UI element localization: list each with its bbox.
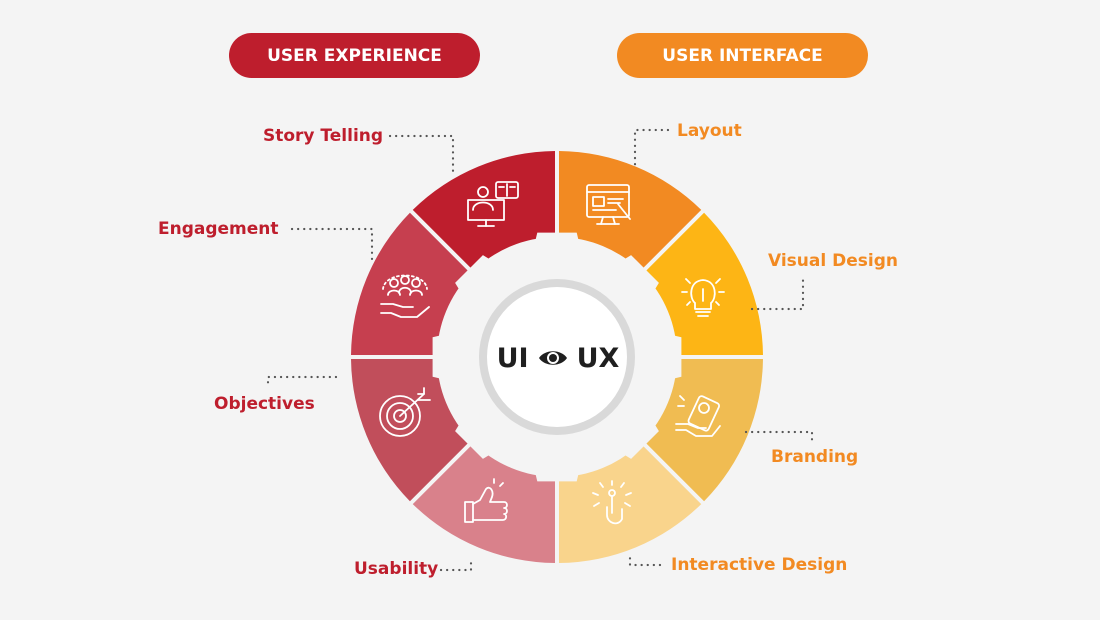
- lightbulb-icon: [681, 278, 725, 317]
- segment-interactive-design: [558, 443, 702, 563]
- thumbs-up-icon: [464, 478, 508, 523]
- connector-visual-design: [750, 276, 805, 311]
- label-story-telling: Story Telling: [263, 126, 384, 146]
- center-logo: UI UX: [496, 336, 620, 380]
- segment-visual-design: [643, 212, 763, 356]
- interaction-icon: [592, 480, 632, 525]
- connector-lines: [266, 128, 814, 572]
- segment-layout: [558, 151, 702, 271]
- center-ux-text: UX: [576, 342, 620, 374]
- target-icon: [379, 387, 431, 437]
- segment-objectives: [351, 358, 471, 502]
- storytelling-icon: [467, 181, 519, 227]
- engagement-icon: [380, 274, 430, 318]
- branding-icon: [675, 395, 721, 437]
- wheel-segments: [351, 151, 763, 563]
- segment-engagement: [351, 212, 471, 356]
- label-usability: Usability: [354, 559, 439, 579]
- layout-icon: [586, 184, 631, 225]
- center-ui-text: UI: [496, 342, 529, 374]
- user-interface-header: USER INTERFACE: [617, 33, 868, 78]
- label-layout: Layout: [677, 121, 742, 141]
- segment-usability: [412, 443, 556, 563]
- connector-engagement: [290, 227, 374, 264]
- user-experience-header: USER EXPERIENCE: [229, 33, 480, 78]
- eye-icon: [538, 351, 567, 365]
- connector-story-telling: [388, 134, 455, 174]
- label-visual-design: Visual Design: [768, 251, 898, 271]
- label-engagement: Engagement: [158, 219, 279, 239]
- connector-usability: [439, 557, 473, 572]
- segment-story-telling: [412, 151, 556, 271]
- label-interactive-design: Interactive Design: [671, 555, 848, 575]
- label-objectives: Objectives: [214, 394, 315, 414]
- connector-objectives: [266, 375, 338, 390]
- connector-interactive-design: [628, 552, 662, 567]
- connector-layout: [633, 128, 670, 170]
- connector-branding: [744, 430, 814, 445]
- label-branding: Branding: [771, 447, 859, 467]
